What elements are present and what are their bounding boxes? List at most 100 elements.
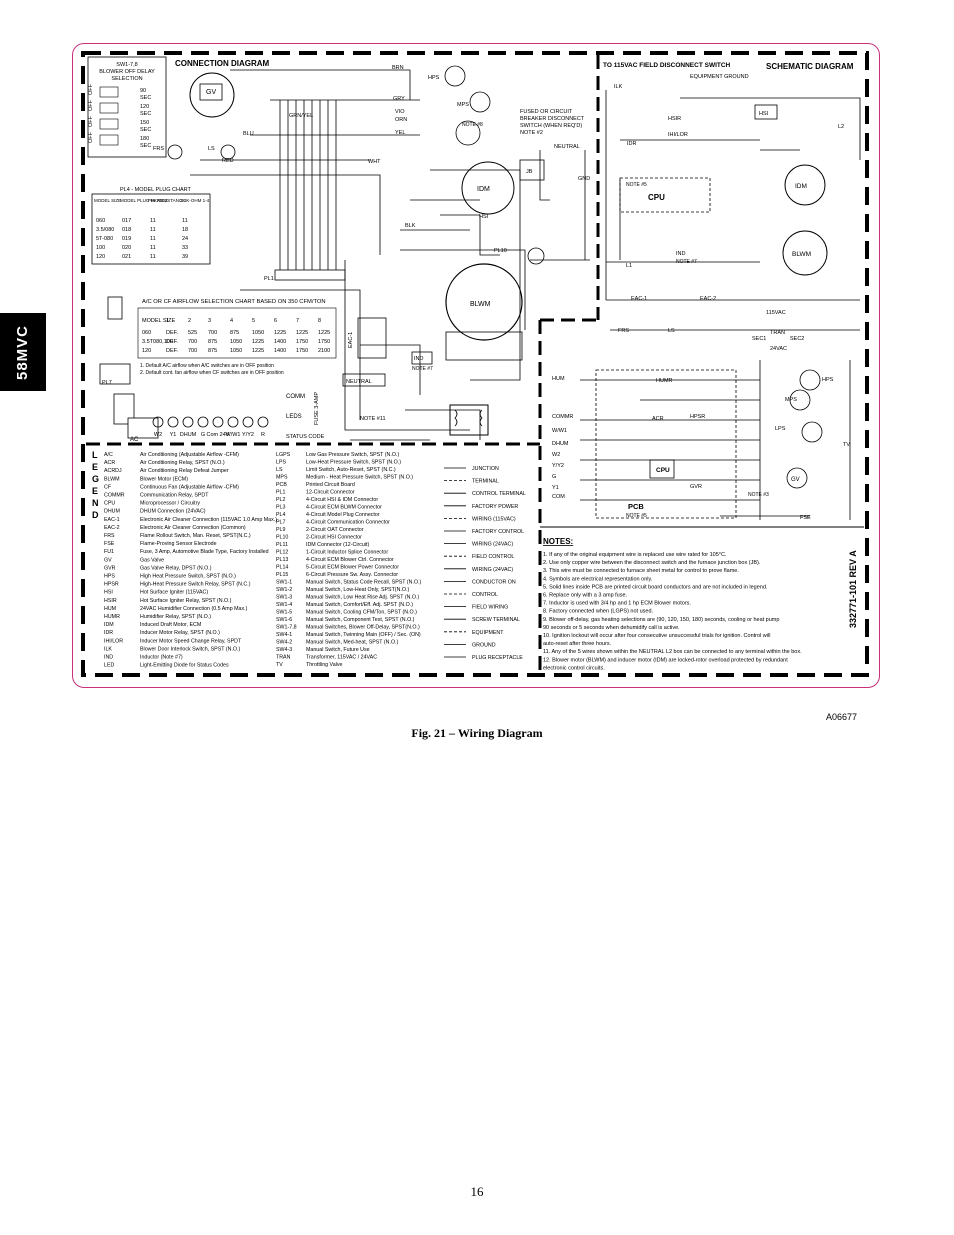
part-number: 332771-101 REV A — [848, 550, 858, 628]
schematic-pressure-switches: HPS MPS LPS — [775, 369, 834, 443]
legend-desc: 2-Circuit OAT Connector — [306, 527, 364, 533]
svg-text:PL4 - MODEL PLUG CHART: PL4 - MODEL PLUG CHART — [120, 187, 192, 193]
airflow-cell: 1750 — [296, 339, 308, 345]
airflow-header: 8 — [318, 318, 321, 324]
delay-off-label: OFF — [88, 99, 94, 111]
svg-text:LS: LS — [668, 328, 675, 334]
airflow-cell: 120 — [142, 348, 151, 354]
legend-desc: Light-Emitting Diode for Status Codes — [140, 663, 229, 669]
legend-code: SW4-1 — [276, 632, 292, 638]
svg-text:NOTE #7: NOTE #7 — [676, 259, 697, 265]
airflow-cell: 1225 — [252, 339, 264, 345]
airflow-header: 4 — [230, 318, 233, 324]
legend-symbol-label: WIRING (24VAC) — [472, 542, 513, 548]
legend-desc: Manual Switch, Comfort/Eff. Adj. SPST (N… — [306, 602, 413, 608]
legend-desc: Medium - Heat Pressure Switch, SPST (N.O… — [306, 475, 413, 481]
legend-symbol-label: WIRING (24VAC) — [472, 567, 513, 573]
legend-desc: Electronic Air Cleaner Connection (115VA… — [140, 517, 277, 523]
svg-text:NOTE #5: NOTE #5 — [626, 182, 647, 188]
svg-text:PCB: PCB — [628, 502, 644, 511]
rollout-and-limit-switches: FRS LS — [153, 144, 236, 160]
junction-box: JB — [519, 159, 545, 181]
legend-desc: Gas Valve Relay, DPST (N.O.) — [140, 565, 212, 571]
leds-label: LEDS — [286, 414, 302, 420]
airflow-table-frame — [137, 307, 337, 359]
legend-code: PL14 — [276, 565, 288, 571]
legend-desc: Manual Switch, Low Heat Rise Adj. SPST (… — [306, 595, 419, 601]
svg-text:MPS: MPS — [457, 102, 469, 108]
terminal-label: G — [201, 432, 205, 438]
svg-text:GV: GV — [791, 477, 800, 483]
legend-desc: Microprocessor / Circuitry — [140, 501, 200, 507]
svg-text:FSE: FSE — [800, 515, 811, 521]
svg-text:GV: GV — [206, 89, 216, 96]
legend-symbol-label: GROUND — [472, 642, 496, 648]
legend-symbol-label: CONTROL TERMINAL — [472, 491, 526, 497]
note-line: 4. Symbols are electrical representation… — [543, 576, 653, 582]
legend-desc: Manual Switch, Future Use — [306, 647, 370, 653]
fuse-label: FUSE 3-AMP — [314, 392, 320, 425]
legend-desc: 12-Circuit Connector — [306, 490, 355, 496]
schematic-blwm: BLWM — [782, 230, 828, 276]
legend-desc: Hot Surface Igniter (115VAC) — [140, 590, 208, 596]
legend-desc: 5-Circuit ECM Blower Power Connector — [306, 565, 399, 571]
svg-text:AC: AC — [130, 437, 139, 443]
svg-text:SWITCH (WHEN REQ'D): SWITCH (WHEN REQ'D) — [520, 123, 582, 129]
plug-cell: 39 — [182, 254, 188, 260]
legend-code: SW1-1 — [276, 580, 292, 586]
plug-header: 2-3 — [180, 198, 187, 203]
airflow-cell: DEF. — [166, 348, 178, 354]
plug-cell: 020 — [122, 245, 131, 251]
legend-code: SW4-3 — [276, 647, 292, 653]
schematic-signal: Y1 — [552, 485, 559, 491]
figure-caption: Fig. 21 – Wiring Diagram — [411, 726, 543, 740]
legend-symbol-label: PLUG RECEPTACLE — [472, 655, 523, 661]
legend-desc: 1-Circuit Inductor Splice Connector — [306, 550, 388, 556]
legend-desc: Gas Valve — [140, 557, 164, 563]
legend-desc: 4-Circuit ECM BLWM Connector — [306, 505, 382, 511]
terminal-label: Y/Y2 — [242, 432, 254, 438]
svg-text:GVR: GVR — [690, 484, 702, 490]
wire-color-labels: WHT BLK RED BLU YEL VIO ORN GRY BRN GRN/… — [222, 65, 416, 229]
svg-text:NOTE #2: NOTE #2 — [520, 130, 543, 136]
svg-text:L2: L2 — [838, 124, 844, 130]
terminal-screw — [182, 416, 194, 428]
legend-code: FRS — [104, 533, 115, 539]
legend-code: PL2 — [276, 497, 285, 503]
legend-code: PL1 — [276, 490, 285, 496]
diagram-dashed-border — [81, 51, 869, 677]
legend-code: FSE — [104, 541, 115, 547]
airflow-cell: 875 — [208, 339, 217, 345]
airflow-cell: 525 — [188, 330, 197, 336]
airflow-cell: 1225 — [318, 330, 330, 336]
svg-text:BLWM: BLWM — [792, 251, 811, 258]
legend-desc: DHUM Connection (24VAC) — [140, 509, 206, 515]
svg-text:HSI: HSI — [479, 214, 489, 220]
terminal-screw — [242, 416, 254, 428]
schematic-signal: DHUM — [552, 441, 569, 447]
legend-code: SW4-2 — [276, 640, 292, 646]
svg-text:HUMR: HUMR — [656, 378, 673, 384]
legend-title-letter: N — [92, 498, 99, 508]
airflow-header: 7 — [296, 318, 299, 324]
plug-cell: 3.5/080 — [96, 227, 114, 233]
connection-wiring — [190, 69, 590, 441]
schematic-cpu-box: CPU NOTE #5 — [619, 177, 711, 213]
hsi-connector: HSI PL10 — [479, 214, 545, 265]
legend-symbol-label: JUNCTION — [472, 466, 499, 472]
legend-desc: Manual Switch, Low-Heat Only, SPST(N.O.) — [306, 587, 409, 593]
schematic-signal: COM — [552, 494, 565, 500]
legend-desc: Hot Surface Igniter Relay, SPST (N.O.) — [140, 598, 232, 604]
delay-switch — [99, 86, 119, 98]
svg-text:NOTE #7: NOTE #7 — [412, 366, 433, 372]
svg-text:2. Default cont. fan airflow w: 2. Default cont. fan airflow when CF swi… — [140, 370, 284, 376]
plug-header: MODEL PLUG HK70EZ — [120, 198, 168, 203]
svg-text:NOTE #5: NOTE #5 — [626, 513, 647, 519]
page-number: 16 — [470, 1184, 484, 1199]
svg-text:WHT: WHT — [368, 159, 381, 165]
plug-cell: 33 — [182, 245, 188, 251]
note-line: 10. Ignition lockout will occur after fo… — [543, 633, 770, 639]
legend-desc: Blower Motor (ECM) — [140, 476, 188, 482]
legend-code: HPSR — [104, 582, 119, 588]
